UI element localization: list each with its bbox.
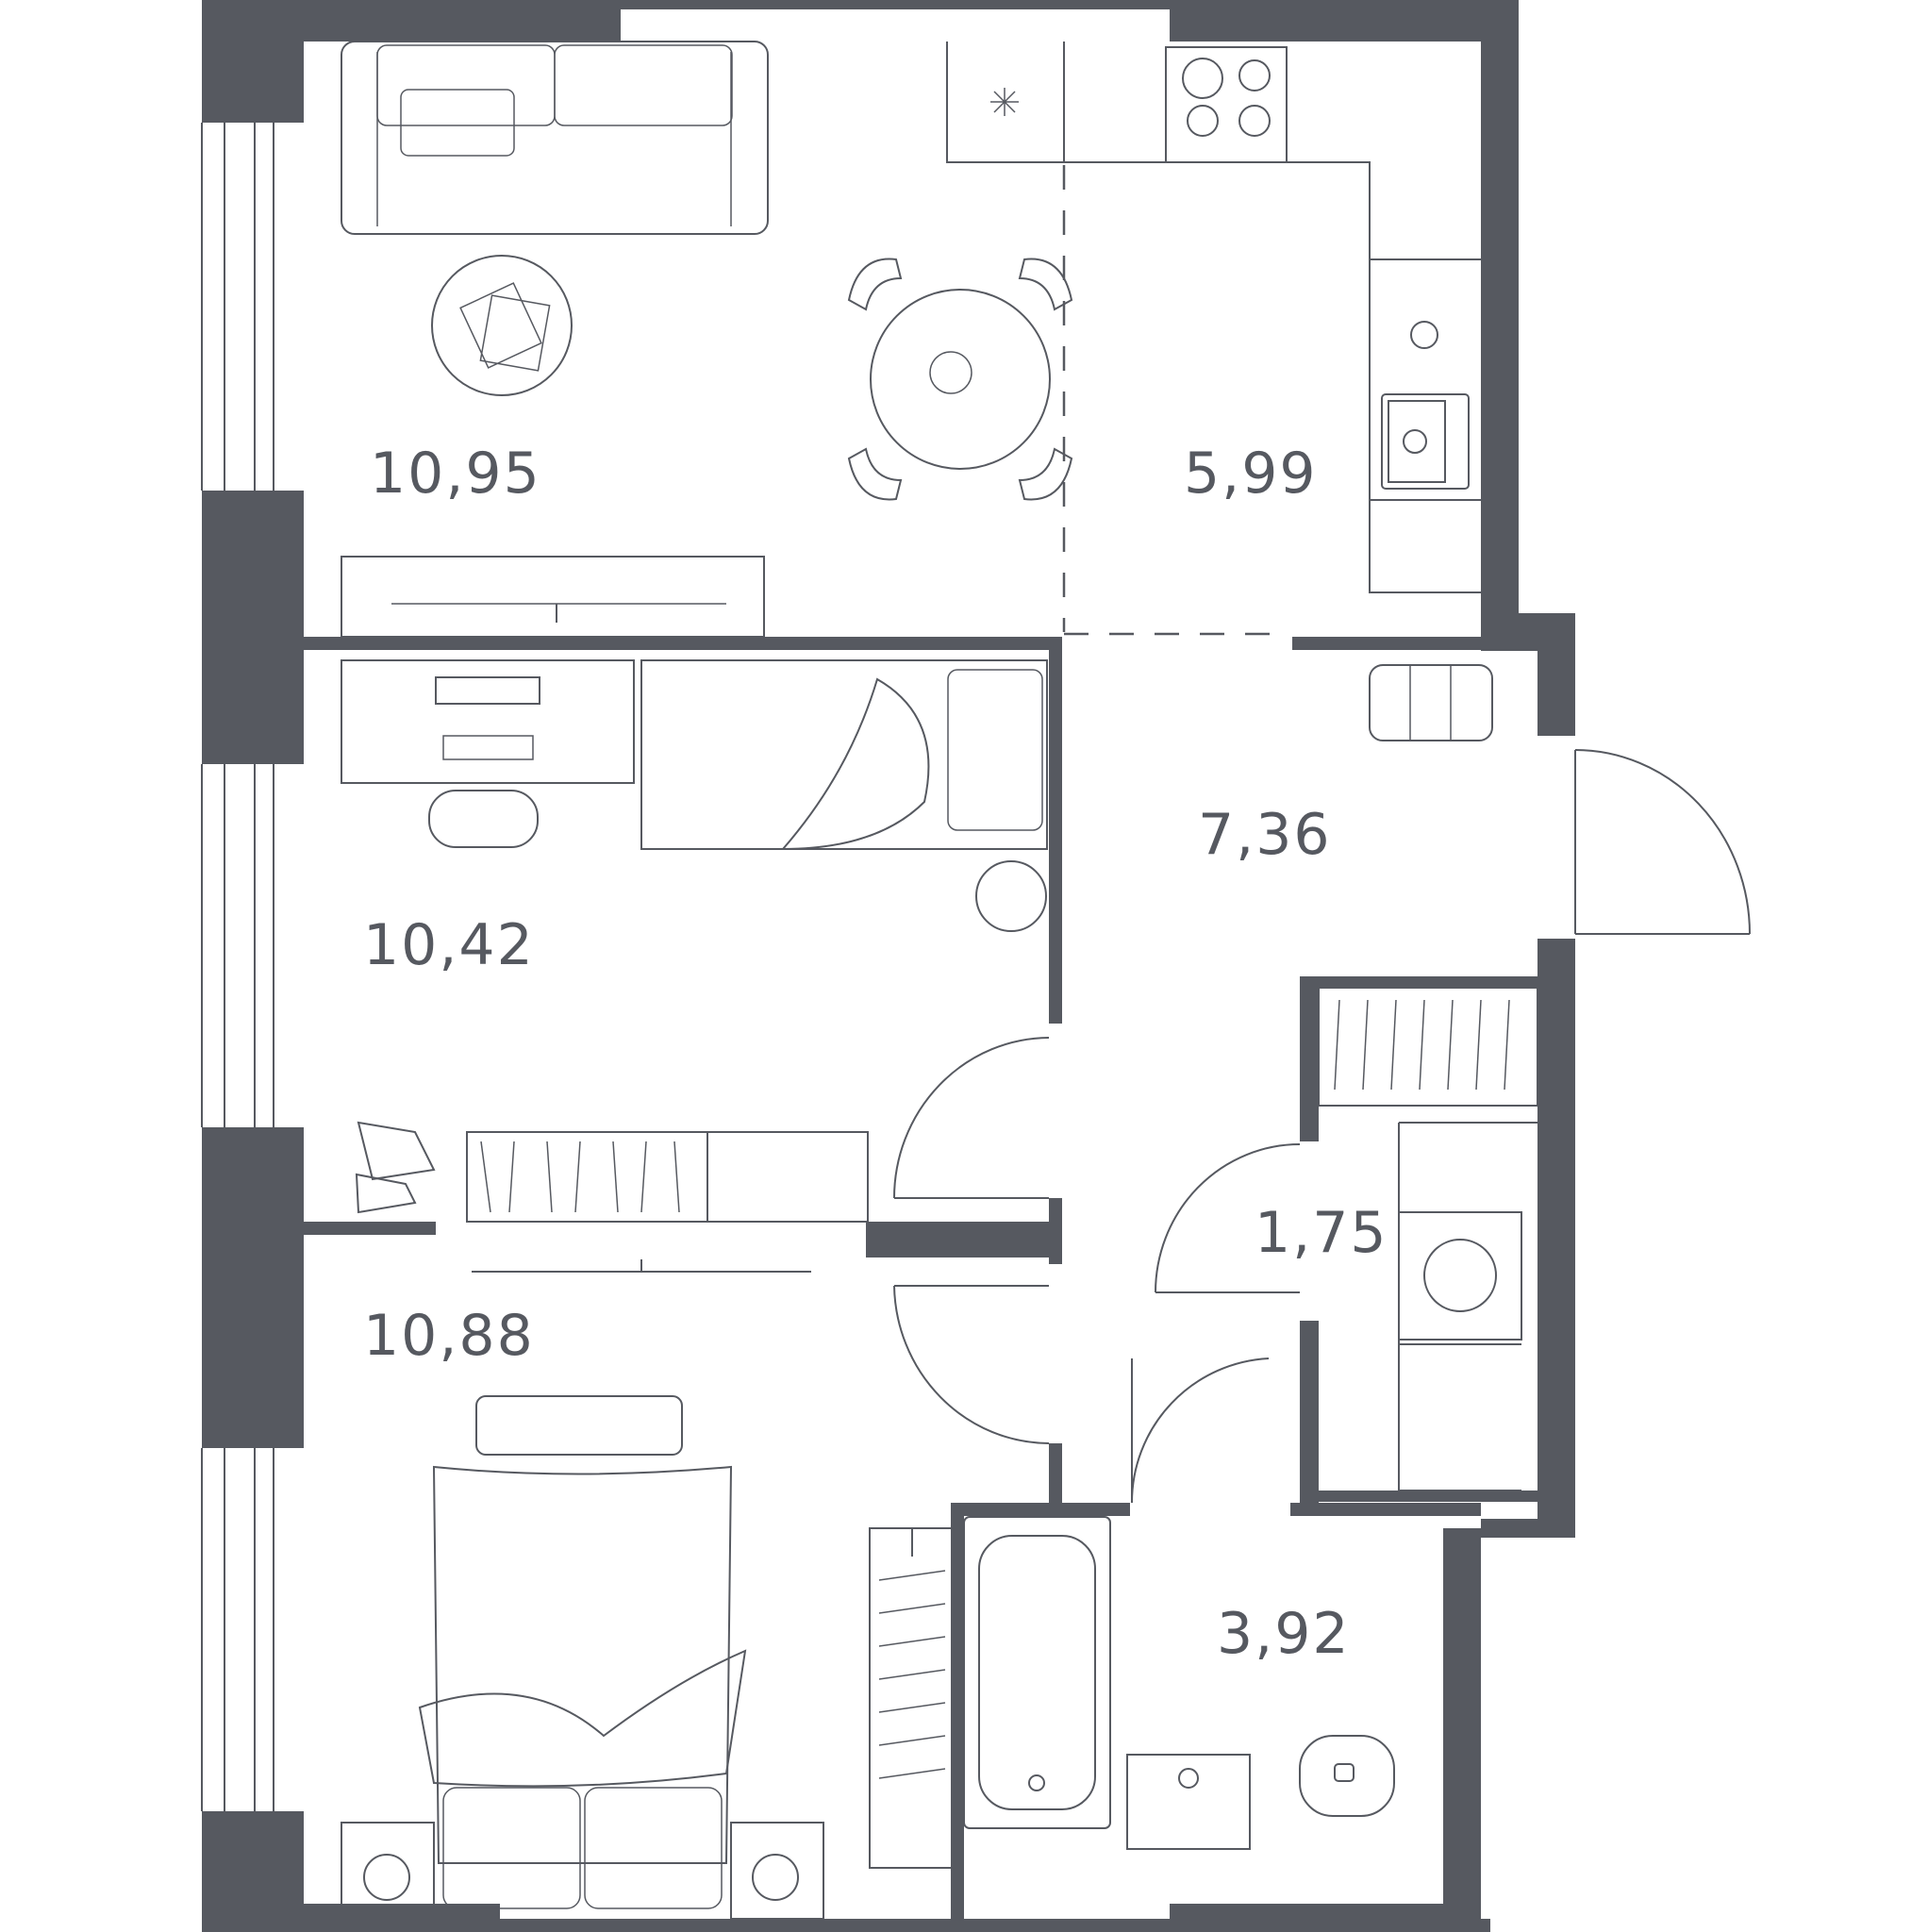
- kitchen-cabinets: [946, 42, 1481, 593]
- bedroom-1-door: [893, 1037, 1050, 1199]
- bathroom-door: [1130, 1357, 1270, 1504]
- area-label-bathroom: 3,92: [1217, 1601, 1351, 1667]
- bed-double: [418, 1465, 747, 1909]
- laundry-door: [1155, 1143, 1301, 1293]
- area-label-hall: 7,36: [1198, 802, 1332, 868]
- wardrobe-2: [869, 1527, 956, 1869]
- bench: [475, 1395, 683, 1456]
- bed-single: [640, 659, 1048, 932]
- skates: [355, 1121, 436, 1214]
- toilet: [1299, 1735, 1395, 1817]
- bathtub: [963, 1516, 1111, 1829]
- area-label-laundry: 1,75: [1255, 1200, 1388, 1266]
- zone-dividers: [1062, 165, 1290, 636]
- windows: [201, 123, 274, 1811]
- tv-console: [341, 556, 765, 638]
- tv-stand: [472, 1259, 811, 1273]
- washing-machine: [1398, 1122, 1537, 1491]
- area-label-bedroom-1: 10,42: [363, 912, 535, 978]
- dining-table: [847, 258, 1073, 501]
- entrance-door: [1574, 749, 1751, 935]
- area-label-bedroom-2: 10,88: [363, 1303, 535, 1369]
- bedroom-2-door: [893, 1285, 1050, 1444]
- wardrobe-1: [466, 1131, 869, 1223]
- desk: [341, 659, 635, 848]
- laundry-shelves: [1318, 987, 1538, 1107]
- coffee-table: [431, 255, 573, 396]
- sofa: [341, 41, 769, 235]
- area-label-kitchen: 5,99: [1184, 441, 1318, 507]
- nightstands: [341, 1822, 824, 1920]
- area-label-living: 10,95: [370, 441, 541, 507]
- hall-bench: [1369, 664, 1493, 741]
- sink: [1126, 1754, 1251, 1850]
- walls: [202, 0, 1575, 1932]
